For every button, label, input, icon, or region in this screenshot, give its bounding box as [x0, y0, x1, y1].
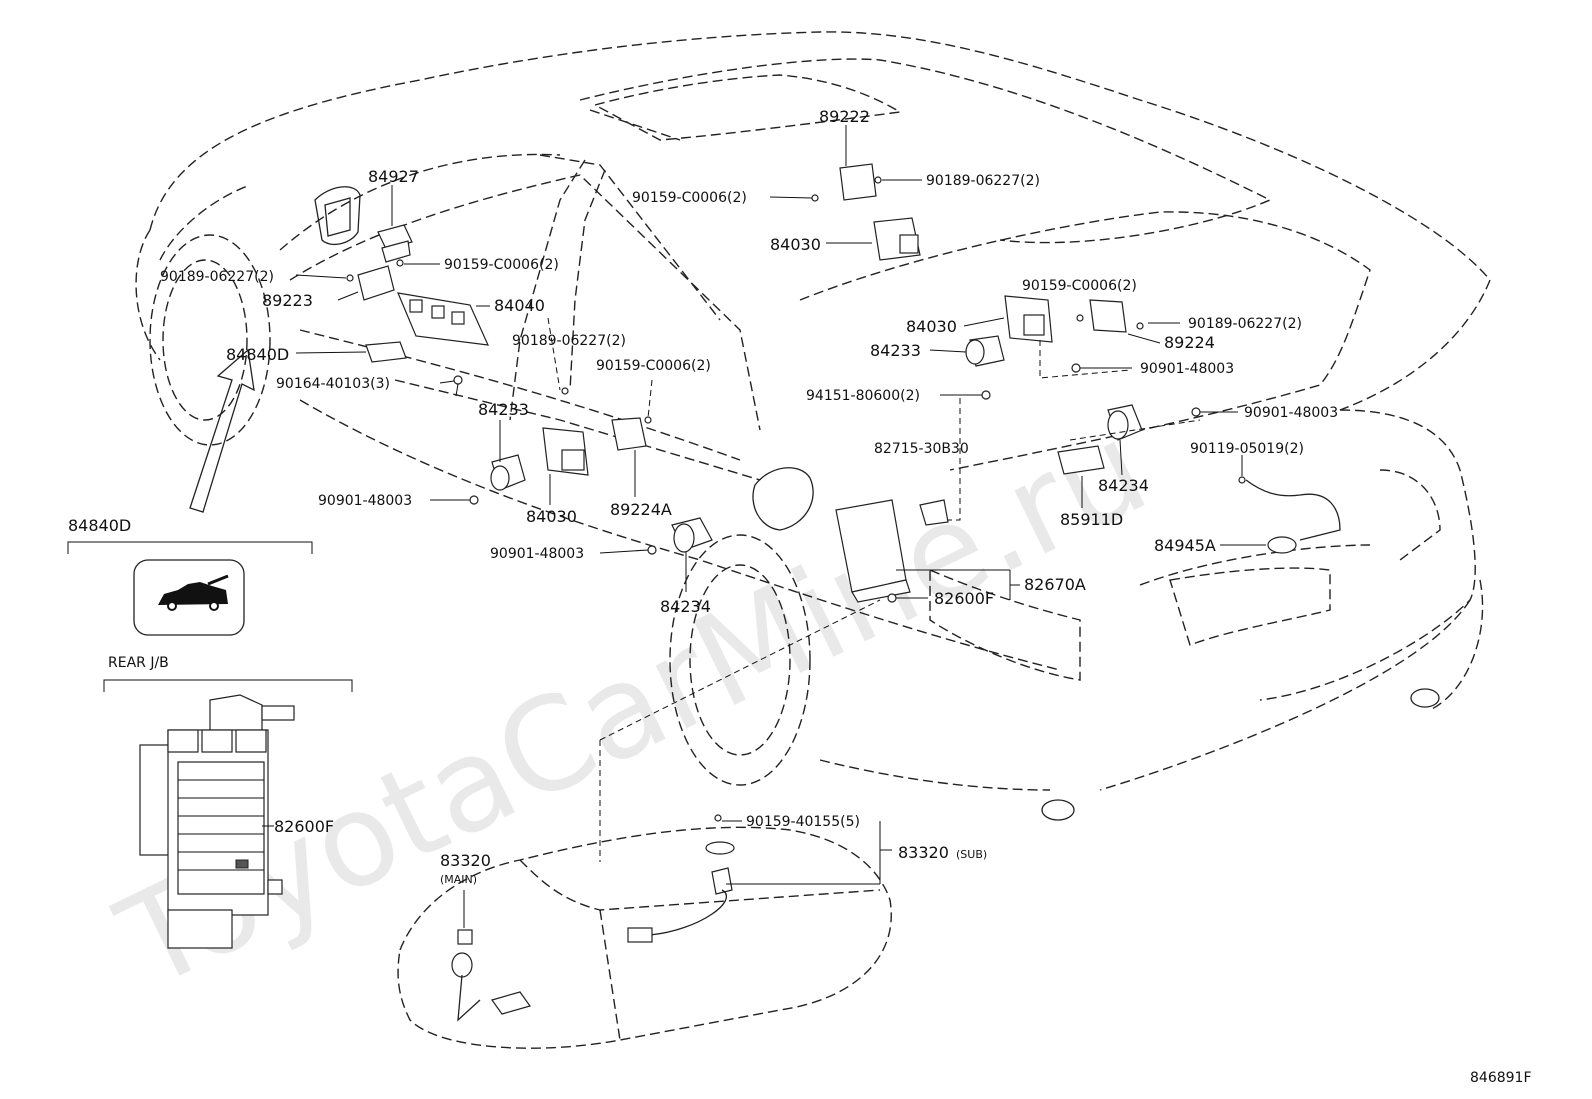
- label-83320-sub: 83320: [898, 843, 949, 862]
- trunk-opener-switch: [133, 559, 245, 636]
- label-90159-c0006-top: 90159-C0006(2): [632, 190, 747, 206]
- label-89223: 89223: [262, 291, 313, 310]
- car-trunk-open-icon: [158, 574, 229, 611]
- label-84234-right: 84234: [1098, 476, 1149, 495]
- label-84233-right: 84233: [870, 341, 921, 360]
- label-84945a: 84945A: [1154, 536, 1216, 555]
- label-90159-40155: 90159-40155(5): [746, 814, 860, 830]
- label-82670a: 82670A: [1024, 575, 1086, 594]
- label-84030-right: 84030: [906, 317, 957, 336]
- label-sub-tag: (SUB): [956, 848, 987, 861]
- figure-id: 846891F: [1470, 1070, 1532, 1086]
- label-94151-80600: 94151-80600(2): [806, 388, 920, 404]
- inset-jb-title: REAR J/B: [108, 655, 169, 671]
- label-89222: 89222: [819, 107, 870, 126]
- label-90119-05019: 90119-05019(2): [1190, 441, 1304, 457]
- leader-lines: [295, 125, 1266, 928]
- label-84233-left: 84233: [478, 400, 529, 419]
- label-84840d: 84840D: [226, 345, 289, 364]
- label-89224a: 89224A: [610, 500, 672, 519]
- inset-jb-part-label: 82600F: [274, 817, 334, 836]
- inset-switch-title: 84840D: [68, 516, 131, 535]
- label-83320-main: 83320: [440, 851, 491, 870]
- label-84030-top: 84030: [770, 235, 821, 254]
- label-84030-left: 84030: [526, 507, 577, 526]
- label-90159-c0006-mid: 90159-C0006(2): [596, 358, 711, 374]
- label-main-tag: (MAIN): [440, 873, 477, 886]
- label-90901-48003-left: 90901-48003: [318, 493, 412, 509]
- junction-block-drawing: [139, 694, 295, 949]
- label-90901-48003-low: 90901-48003: [490, 546, 584, 562]
- label-90901-48003-r2: 90901-48003: [1244, 405, 1338, 421]
- label-90189-06227-left: 90189-06227(2): [160, 269, 274, 285]
- callout-labels: 84927 89222 90159-C0006(2) 90189-06227(2…: [160, 107, 1338, 886]
- label-90164-40103: 90164-40103(3): [276, 376, 390, 392]
- label-82600f: 82600F: [934, 589, 994, 608]
- label-90159-c0006-right: 90159-C0006(2): [1022, 278, 1137, 294]
- label-90189-06227-right: 90189-06227(2): [1188, 316, 1302, 332]
- car-body-outline: [135, 31, 1491, 821]
- label-82715-30b30: 82715-30B30: [874, 441, 969, 457]
- label-84040: 84040: [494, 296, 545, 315]
- inset-trunk-switch: 84840D: [67, 516, 313, 636]
- label-90901-48003-r1: 90901-48003: [1140, 361, 1234, 377]
- parts-drawings: [346, 163, 1341, 1049]
- label-89224: 89224: [1164, 333, 1215, 352]
- label-90189-06227-mid: 90189-06227(2): [512, 333, 626, 349]
- label-84234-low: 84234: [660, 597, 711, 616]
- inset-rear-junction-block: REAR J/B 82600F: [103, 655, 353, 949]
- label-84927: 84927: [368, 167, 419, 186]
- label-85911d: 85911D: [1060, 510, 1123, 529]
- label-90189-06227-top: 90189-06227(2): [926, 173, 1040, 189]
- label-90159-c0006-left: 90159-C0006(2): [444, 257, 559, 273]
